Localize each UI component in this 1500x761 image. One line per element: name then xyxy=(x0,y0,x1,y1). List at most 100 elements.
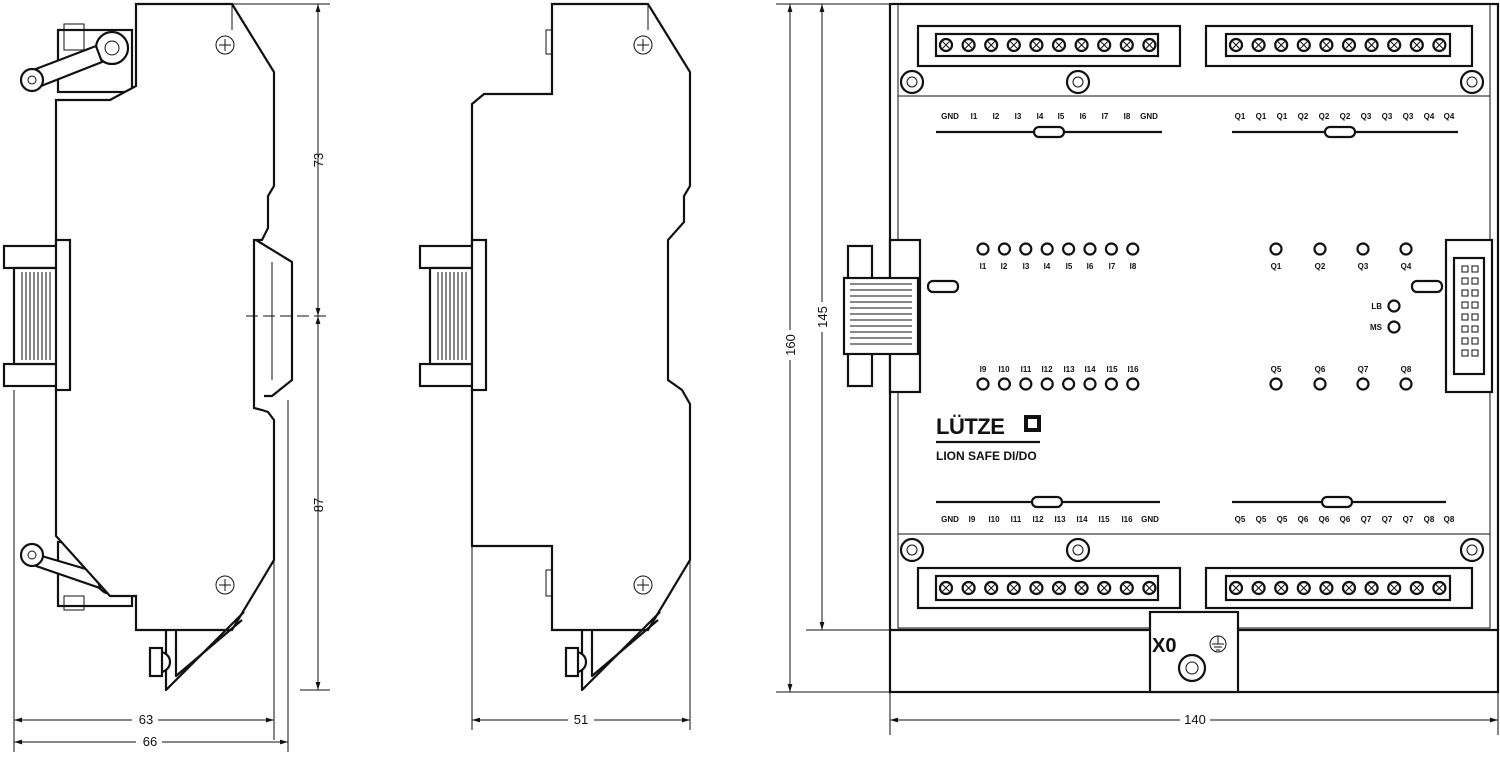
led-label: Q4 xyxy=(1401,262,1412,271)
pin-label: Q1 xyxy=(1256,112,1267,121)
connector-pin xyxy=(1471,325,1479,333)
dim-66: 66 xyxy=(143,734,157,749)
led-label: I15 xyxy=(1106,365,1118,374)
led-label: I12 xyxy=(1041,365,1053,374)
pin-label: Q4 xyxy=(1424,112,1435,121)
led-label: Q1 xyxy=(1271,262,1282,271)
pin-label: I10 xyxy=(988,515,1000,524)
status-led xyxy=(1040,377,1054,391)
input-leds-top: I1 I2 I3 I4 I5 I6 I7 I8 xyxy=(976,242,1140,271)
led-label: I16 xyxy=(1127,365,1139,374)
dim-145: 145 xyxy=(815,306,830,328)
pin-label: Q3 xyxy=(1361,112,1372,121)
pin-label: Q5 xyxy=(1256,515,1267,524)
led-label: I14 xyxy=(1084,365,1096,374)
pin-label: I12 xyxy=(1032,515,1044,524)
pin-label: Q5 xyxy=(1277,515,1288,524)
status-led xyxy=(1083,377,1097,391)
pin-label: Q6 xyxy=(1340,515,1351,524)
pin-label: I4 xyxy=(1037,112,1044,121)
connector-pin xyxy=(1471,289,1479,297)
pin-label: GND xyxy=(1140,112,1158,121)
pin-label: Q6 xyxy=(1298,515,1309,524)
pin-label: Q2 xyxy=(1298,112,1309,121)
led-label: Q6 xyxy=(1315,365,1326,374)
earth-connector: X0 xyxy=(1148,610,1240,694)
led-label: I4 xyxy=(1044,262,1051,271)
connector-pin xyxy=(1461,289,1469,297)
status-led xyxy=(1104,242,1119,256)
pin-label: I14 xyxy=(1076,515,1088,524)
pin-label: Q5 xyxy=(1235,515,1246,524)
pin-label: I3 xyxy=(1015,112,1022,121)
dim-63: 63 xyxy=(139,712,153,727)
connector-pin xyxy=(1461,337,1469,345)
connector-pin xyxy=(1461,301,1469,309)
front-ribbon-connector-left xyxy=(842,238,960,394)
side-housing xyxy=(54,2,276,632)
terminal-block-top-left xyxy=(916,24,1182,68)
pin-label: I11 xyxy=(1011,515,1022,524)
pin-label: I2 xyxy=(993,112,1000,121)
status-led-label: MS xyxy=(1370,323,1383,332)
pin-label: Q2 xyxy=(1340,112,1351,121)
connector-pin xyxy=(1471,313,1479,321)
dim-160: 160 xyxy=(783,334,798,356)
pin-label: I6 xyxy=(1080,112,1087,121)
pin-label: Q7 xyxy=(1382,515,1393,524)
pin-label: Q7 xyxy=(1403,515,1414,524)
pin-label: Q7 xyxy=(1361,515,1372,524)
led-label: I5 xyxy=(1066,262,1073,271)
earth-connector-label: X0 xyxy=(1152,635,1176,657)
connector-pin xyxy=(1471,349,1479,357)
front-view: GND I1 I2 I3 I4 I5 I6 I7 I8 GND Q1 Q1 Q1… xyxy=(776,2,1500,735)
led-label: I9 xyxy=(980,365,987,374)
pin-labels-bottom-right: Q5 Q5 Q5 Q6 Q6 Q6 Q7 Q7 Q7 Q8 Q8 xyxy=(1235,515,1455,524)
top-latch xyxy=(19,23,134,94)
status-led xyxy=(1061,377,1076,391)
ground-icon xyxy=(1212,636,1224,651)
brand-logo: LÜTZE xyxy=(936,414,1041,444)
pin-label: I9 xyxy=(969,515,976,524)
pin-label: Q8 xyxy=(1444,515,1455,524)
led-label: I6 xyxy=(1087,262,1094,271)
connector-pin xyxy=(1461,265,1469,273)
pin-label: I7 xyxy=(1102,112,1109,121)
terminal-block-top-right xyxy=(1204,24,1474,68)
front-screws xyxy=(899,69,1485,563)
connector-pin xyxy=(1461,277,1469,285)
status-led xyxy=(997,377,1012,391)
pin-label: I1 xyxy=(971,112,978,121)
status-led xyxy=(1061,242,1076,256)
connector-pin xyxy=(1471,337,1479,345)
status-led xyxy=(1126,377,1140,391)
pin-labels-bottom-left: GND I9 I10 I11 I12 I13 I14 I15 I16 GND xyxy=(941,515,1159,524)
pin-label: Q1 xyxy=(1235,112,1246,121)
led-label: I2 xyxy=(1001,262,1008,271)
status-led xyxy=(1019,242,1033,256)
status-leds: LB MS xyxy=(1370,299,1401,334)
pin-labels-top-left: GND I1 I2 I3 I4 I5 I6 I7 I8 GND xyxy=(941,112,1158,121)
dim-140: 140 xyxy=(1184,712,1206,727)
output-leds-bottom: Q5 Q6 Q7 Q8 xyxy=(1269,365,1413,391)
pin-label: Q3 xyxy=(1382,112,1393,121)
led-label: Q3 xyxy=(1358,262,1369,271)
pin-label: Q4 xyxy=(1444,112,1455,121)
input-leds-bottom: I9 I10 I11 I12 I13 I14 I15 I16 xyxy=(976,365,1140,391)
brand-text: LÜTZE xyxy=(936,414,1004,439)
status-led-label: LB xyxy=(1371,302,1382,311)
status-led xyxy=(1126,242,1140,256)
led-label: Q8 xyxy=(1401,365,1412,374)
side-housing-2 xyxy=(470,2,692,632)
product-name: LION SAFE DI/DO xyxy=(936,449,1037,463)
led-label: I10 xyxy=(998,365,1010,374)
connector-pin xyxy=(1471,277,1479,285)
pin-label: I5 xyxy=(1058,112,1065,121)
status-led xyxy=(976,377,990,391)
led-label: I13 xyxy=(1063,365,1075,374)
status-led xyxy=(1019,377,1033,391)
pin-label: Q8 xyxy=(1424,515,1435,524)
connector-pin xyxy=(1471,301,1479,309)
pin-label: Q3 xyxy=(1403,112,1414,121)
